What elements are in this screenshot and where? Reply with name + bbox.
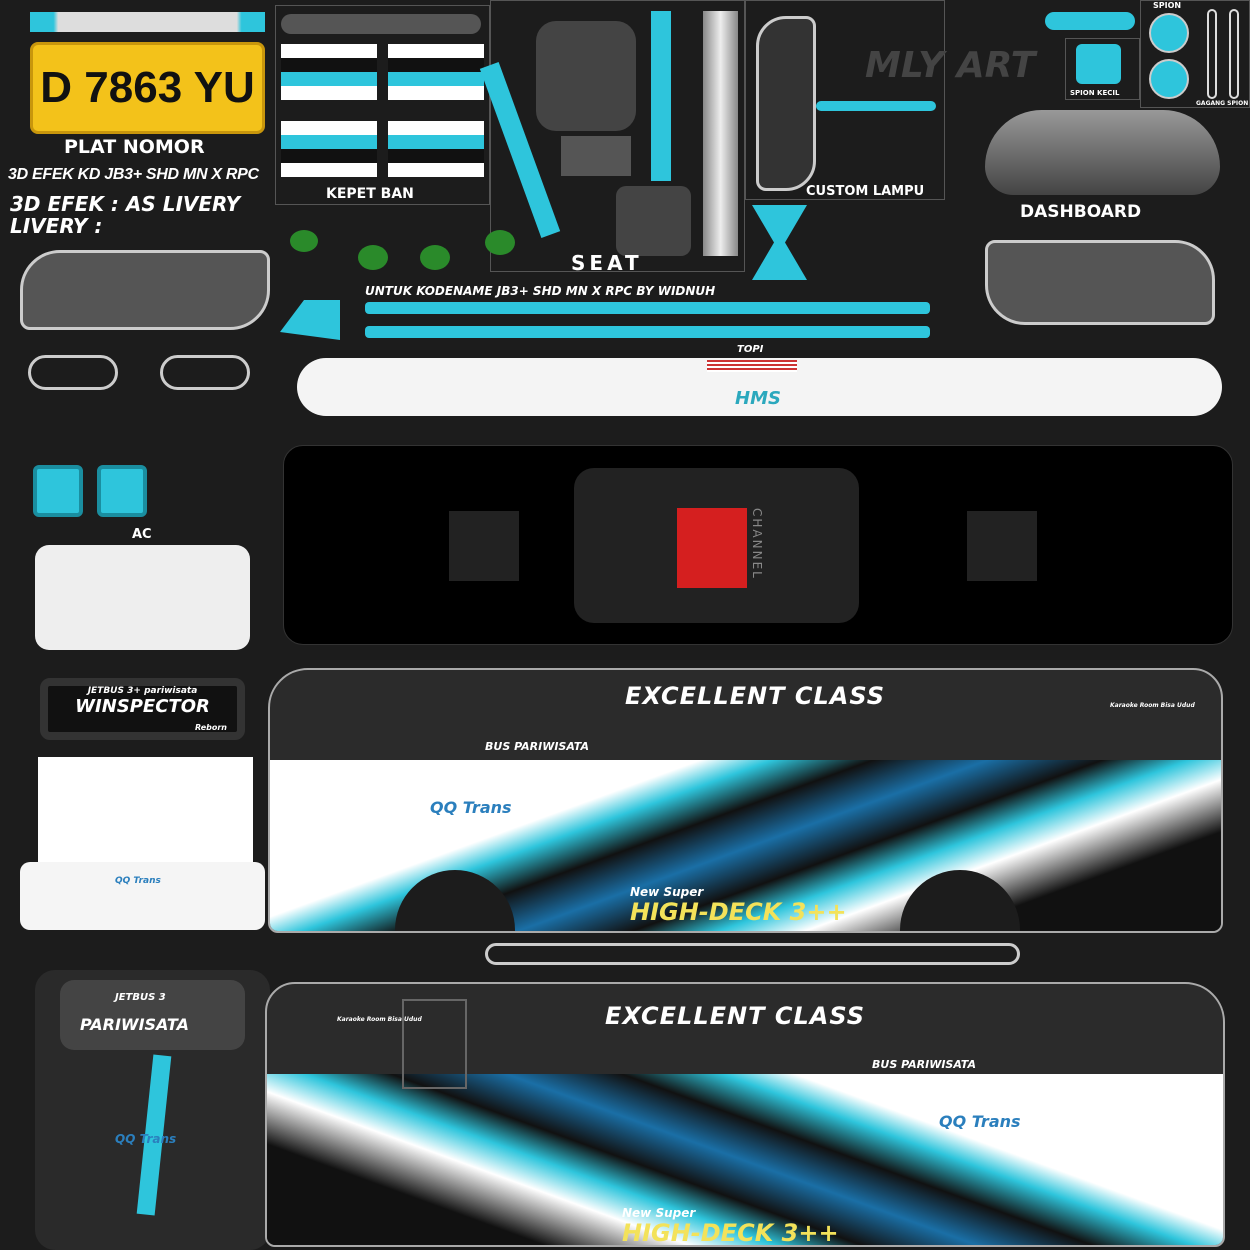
mudflap-left-top [281,44,377,100]
door [402,999,467,1089]
mudflap-left-bottom [281,121,377,177]
mirror-top [1149,13,1189,53]
gagang-spion-label: GAGANG SPION [1196,100,1249,107]
side-model-pre: New Super [630,885,704,899]
front-bumper: QQ Trans [20,862,265,930]
side-karaoke: Karaoke Room Bisa Udud [337,1016,422,1023]
dashboard [985,110,1220,195]
plate-label: PLAT NOMOR [64,136,205,158]
license-plate: D 7863 YU [30,42,265,134]
kodename-text: UNTUK KODENAME JB3+ SHD MN X RPC BY WIDN… [365,284,716,298]
kepet-ban-panel: KEPET BAN [275,5,490,205]
mudflap-right-top [388,44,484,100]
seat-cushion [561,136,631,176]
mirror-strip [1045,12,1135,30]
topi-roof-visor: TOPI HMS [297,344,1222,416]
seat-trim [651,11,671,181]
roof-vent-left [449,511,519,581]
speaker-icon [485,230,515,255]
ac-vent-right [97,465,147,517]
front-windshield [38,757,253,862]
cyan-accent [280,300,340,340]
cyan-strip-top [365,302,930,314]
lamp-shape [756,16,816,191]
small-mirror [1076,44,1121,84]
cyan-strip-bottom [365,326,930,338]
speaker-icon [290,230,318,252]
side-operator: QQ Trans [939,1112,1021,1131]
custom-lampu-label: CUSTOM LAMPU [806,184,925,199]
seat-back [536,21,636,131]
seat-cover [703,11,738,256]
seat-label: SEAT [571,251,643,275]
side-model-pre: New Super [622,1206,696,1220]
mudflap-right-bottom [388,121,484,177]
spion-kecil-label: SPION KECIL [1070,89,1120,97]
side-class: EXCELLENT CLASS [625,682,886,710]
spion-kecil-panel: SPION KECIL [1065,38,1140,100]
channel-logo [677,508,747,588]
mudflap-strip [281,14,481,34]
watermark: MLY ART [865,45,1036,86]
front-operator: QQ Trans [115,876,161,886]
bus-side-left: EXCELLENT CLASS BUS PARIWISATA Karaoke R… [265,982,1225,1247]
fog-lamp-left [28,355,118,390]
rear-trim [485,943,1020,965]
credit-line-1: 3D EFEK KD JB3+ SHD MN X RPC [8,166,259,183]
seat-base [616,186,691,256]
bus-rear: JETBUS 3 PARIWISATA QQ Trans [35,970,270,1250]
credit-line-2: 3D EFEK : AS LIVERY [10,192,241,216]
side-model: HIGH-DECK 3++ [630,898,847,926]
headlight-right [985,240,1215,325]
rear-window: JETBUS 3 PARIWISATA [60,980,245,1050]
spion-label: SPION [1153,1,1182,10]
rear-brand: JETBUS 3 [115,992,166,1003]
front-sign: JETBUS 3+ pariwisata WINSPECTOR Reborn [40,678,245,740]
front-title: WINSPECTOR [75,696,210,717]
side-operator: QQ Trans [430,798,512,817]
credit-line-3: LIVERY : [10,214,103,238]
seat-panel: SEAT [490,0,745,275]
kepet-ban-label: KEPET BAN [326,186,414,202]
fog-lamp-right [160,355,250,390]
headlight-left [20,250,270,330]
mirror-arm-left [1207,9,1217,99]
mirror-arm-right [1229,9,1239,99]
side-karaoke: Karaoke Room Bisa Udud [1110,702,1195,709]
side-type: BUS PARIWISATA [485,740,589,753]
side-model: HIGH-DECK 3++ [622,1219,839,1247]
hms-logo: HMS [735,388,781,409]
dashboard-label: DASHBOARD [1020,202,1142,222]
roof-vent-right [967,511,1037,581]
bus-side-right: EXCELLENT CLASS BUS PARIWISATA Karaoke R… [268,668,1223,933]
cyan-hourglass [752,205,807,280]
topi-label: TOPI [737,344,764,355]
front-reborn: Reborn [194,723,227,732]
mirror-bottom [1149,59,1189,99]
speaker-icon [420,245,450,270]
lamp-strip [816,101,936,111]
ac-panel [35,545,250,650]
front-brand: JETBUS 3+ pariwisata [87,686,198,696]
side-class: EXCELLENT CLASS [605,1002,866,1030]
speaker-icon [358,245,388,270]
side-type: BUS PARIWISATA [872,1058,976,1071]
flag-stripe [707,360,797,372]
plate-frame-strip [30,12,265,32]
rear-operator: QQ Trans [115,1132,177,1146]
custom-lampu-panel: CUSTOM LAMPU [745,0,945,200]
ac-vent-left [33,465,83,517]
ac-label: AC [132,527,152,542]
roof-panel: CHANNEL [283,445,1233,645]
channel-text: CHANNEL [750,508,764,580]
rear-title: PARIWISATA [80,1015,189,1034]
spion-panel: SPION GAGANG SPION [1140,0,1250,108]
